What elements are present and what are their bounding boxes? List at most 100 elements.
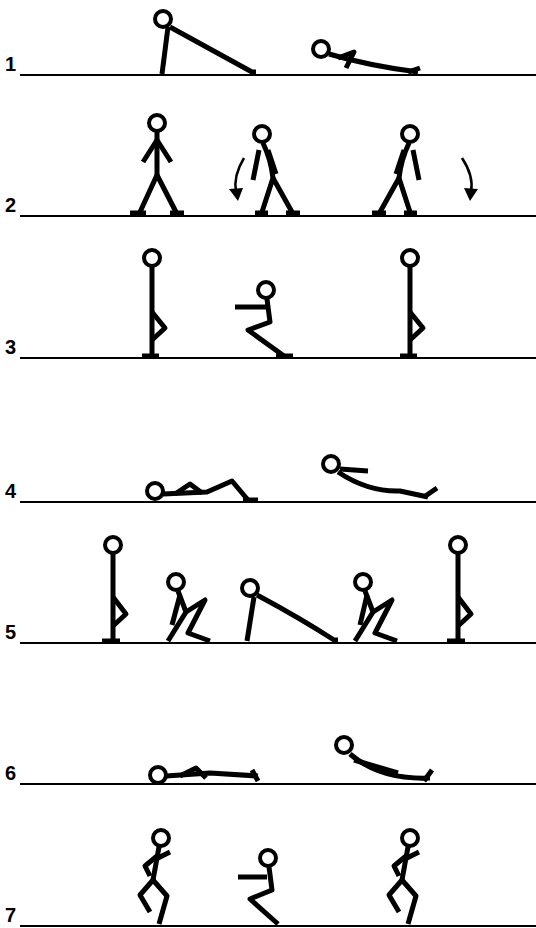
row-number: 1 [5, 54, 16, 74]
figure-stroke [142, 354, 159, 359]
stick-figure [235, 282, 293, 356]
figure-stroke [163, 481, 248, 500]
figure-stroke [20, 642, 536, 644]
figure-stroke [462, 158, 472, 192]
stick-figure [253, 126, 300, 213]
figure-head [168, 574, 184, 590]
stick-figure [168, 574, 210, 641]
figure-head [355, 574, 371, 590]
figure-stroke [400, 354, 417, 359]
figure-stroke [350, 754, 430, 778]
stick-figure [389, 830, 419, 924]
figure-head [144, 250, 160, 266]
row-number: 5 [5, 622, 16, 642]
stick-figure [130, 115, 184, 213]
figure-head [402, 830, 418, 846]
stick-figure [400, 250, 423, 357]
ground-lines [20, 75, 536, 926]
figure-stroke [447, 639, 465, 644]
figure-stroke [380, 178, 410, 212]
figure-stroke [396, 150, 419, 180]
figure-head [323, 456, 339, 472]
figure-stroke [424, 488, 437, 497]
figure-stroke [458, 597, 471, 626]
figure-stroke [152, 312, 165, 340]
figure-head [155, 11, 171, 27]
figure-head [260, 850, 276, 866]
figure-stroke [238, 875, 267, 880]
figure-stroke [247, 597, 254, 641]
stick-figure [140, 830, 170, 924]
figure-head [242, 580, 258, 596]
figure-stroke [262, 178, 292, 212]
figure-stroke [410, 312, 423, 340]
figure-stroke [153, 847, 159, 880]
row-number: 6 [5, 763, 16, 783]
stick-figure [142, 250, 165, 357]
stick-figure [355, 574, 397, 641]
row-number: 4 [5, 481, 16, 501]
figure-stroke [252, 770, 258, 781]
figure-stroke [354, 760, 398, 773]
figure-stroke [143, 140, 171, 162]
stick-figure [336, 737, 432, 781]
figure-stroke [20, 215, 536, 217]
figure-stroke [360, 595, 367, 625]
motion-arrow [462, 158, 478, 201]
figure-stroke [170, 27, 256, 72]
figure-head [402, 126, 418, 142]
stick-figure [238, 850, 278, 924]
figure-stroke [113, 597, 126, 626]
motion-arrow [229, 158, 244, 201]
figure-stroke [235, 305, 266, 310]
figure-stroke [338, 52, 354, 68]
figure-stroke [250, 867, 278, 924]
figure-stroke [20, 357, 536, 359]
figure-head [258, 282, 274, 298]
figure-stroke [338, 472, 428, 497]
figure-head [105, 537, 121, 553]
figure-stroke [394, 852, 419, 876]
figure-head [149, 115, 165, 131]
figure-head [336, 737, 352, 753]
figure-stroke [255, 211, 300, 216]
figure-head [153, 830, 169, 846]
figure-stroke [340, 469, 368, 471]
figure-stroke [402, 847, 408, 880]
stick-figure [150, 767, 258, 783]
stick-figure [447, 537, 471, 641]
figure-stroke [243, 498, 258, 503]
figure-head [147, 483, 163, 499]
figure-stroke [102, 639, 120, 644]
figure-stroke [145, 852, 170, 876]
figure-stroke [248, 299, 284, 356]
stick-figure [323, 456, 437, 497]
figure-stroke [20, 925, 536, 927]
figure-stroke [372, 211, 417, 216]
figure-head [402, 250, 418, 266]
figure-stroke [389, 880, 416, 924]
row-number: 3 [5, 337, 16, 357]
stick-figure [372, 126, 419, 213]
figure-stroke [373, 600, 397, 641]
stick-figure [313, 41, 420, 72]
figure-stroke [130, 211, 184, 216]
stick-figure [102, 537, 126, 641]
figure-stroke [140, 175, 176, 212]
figure-stroke [172, 595, 180, 625]
figure-stroke [408, 68, 420, 72]
figure-stroke [20, 74, 536, 76]
stick-figure [242, 580, 338, 641]
row-number: 7 [5, 905, 16, 925]
figure-head [450, 537, 466, 553]
figure-head [254, 126, 270, 142]
figure-stroke [175, 484, 202, 494]
figure-stroke [20, 783, 536, 785]
figure-stroke [424, 770, 432, 781]
figure-stroke [140, 880, 167, 924]
figure-stroke [168, 591, 186, 641]
figure-stroke [180, 768, 206, 778]
figure-stroke [257, 595, 338, 640]
figure-stroke [355, 591, 373, 641]
